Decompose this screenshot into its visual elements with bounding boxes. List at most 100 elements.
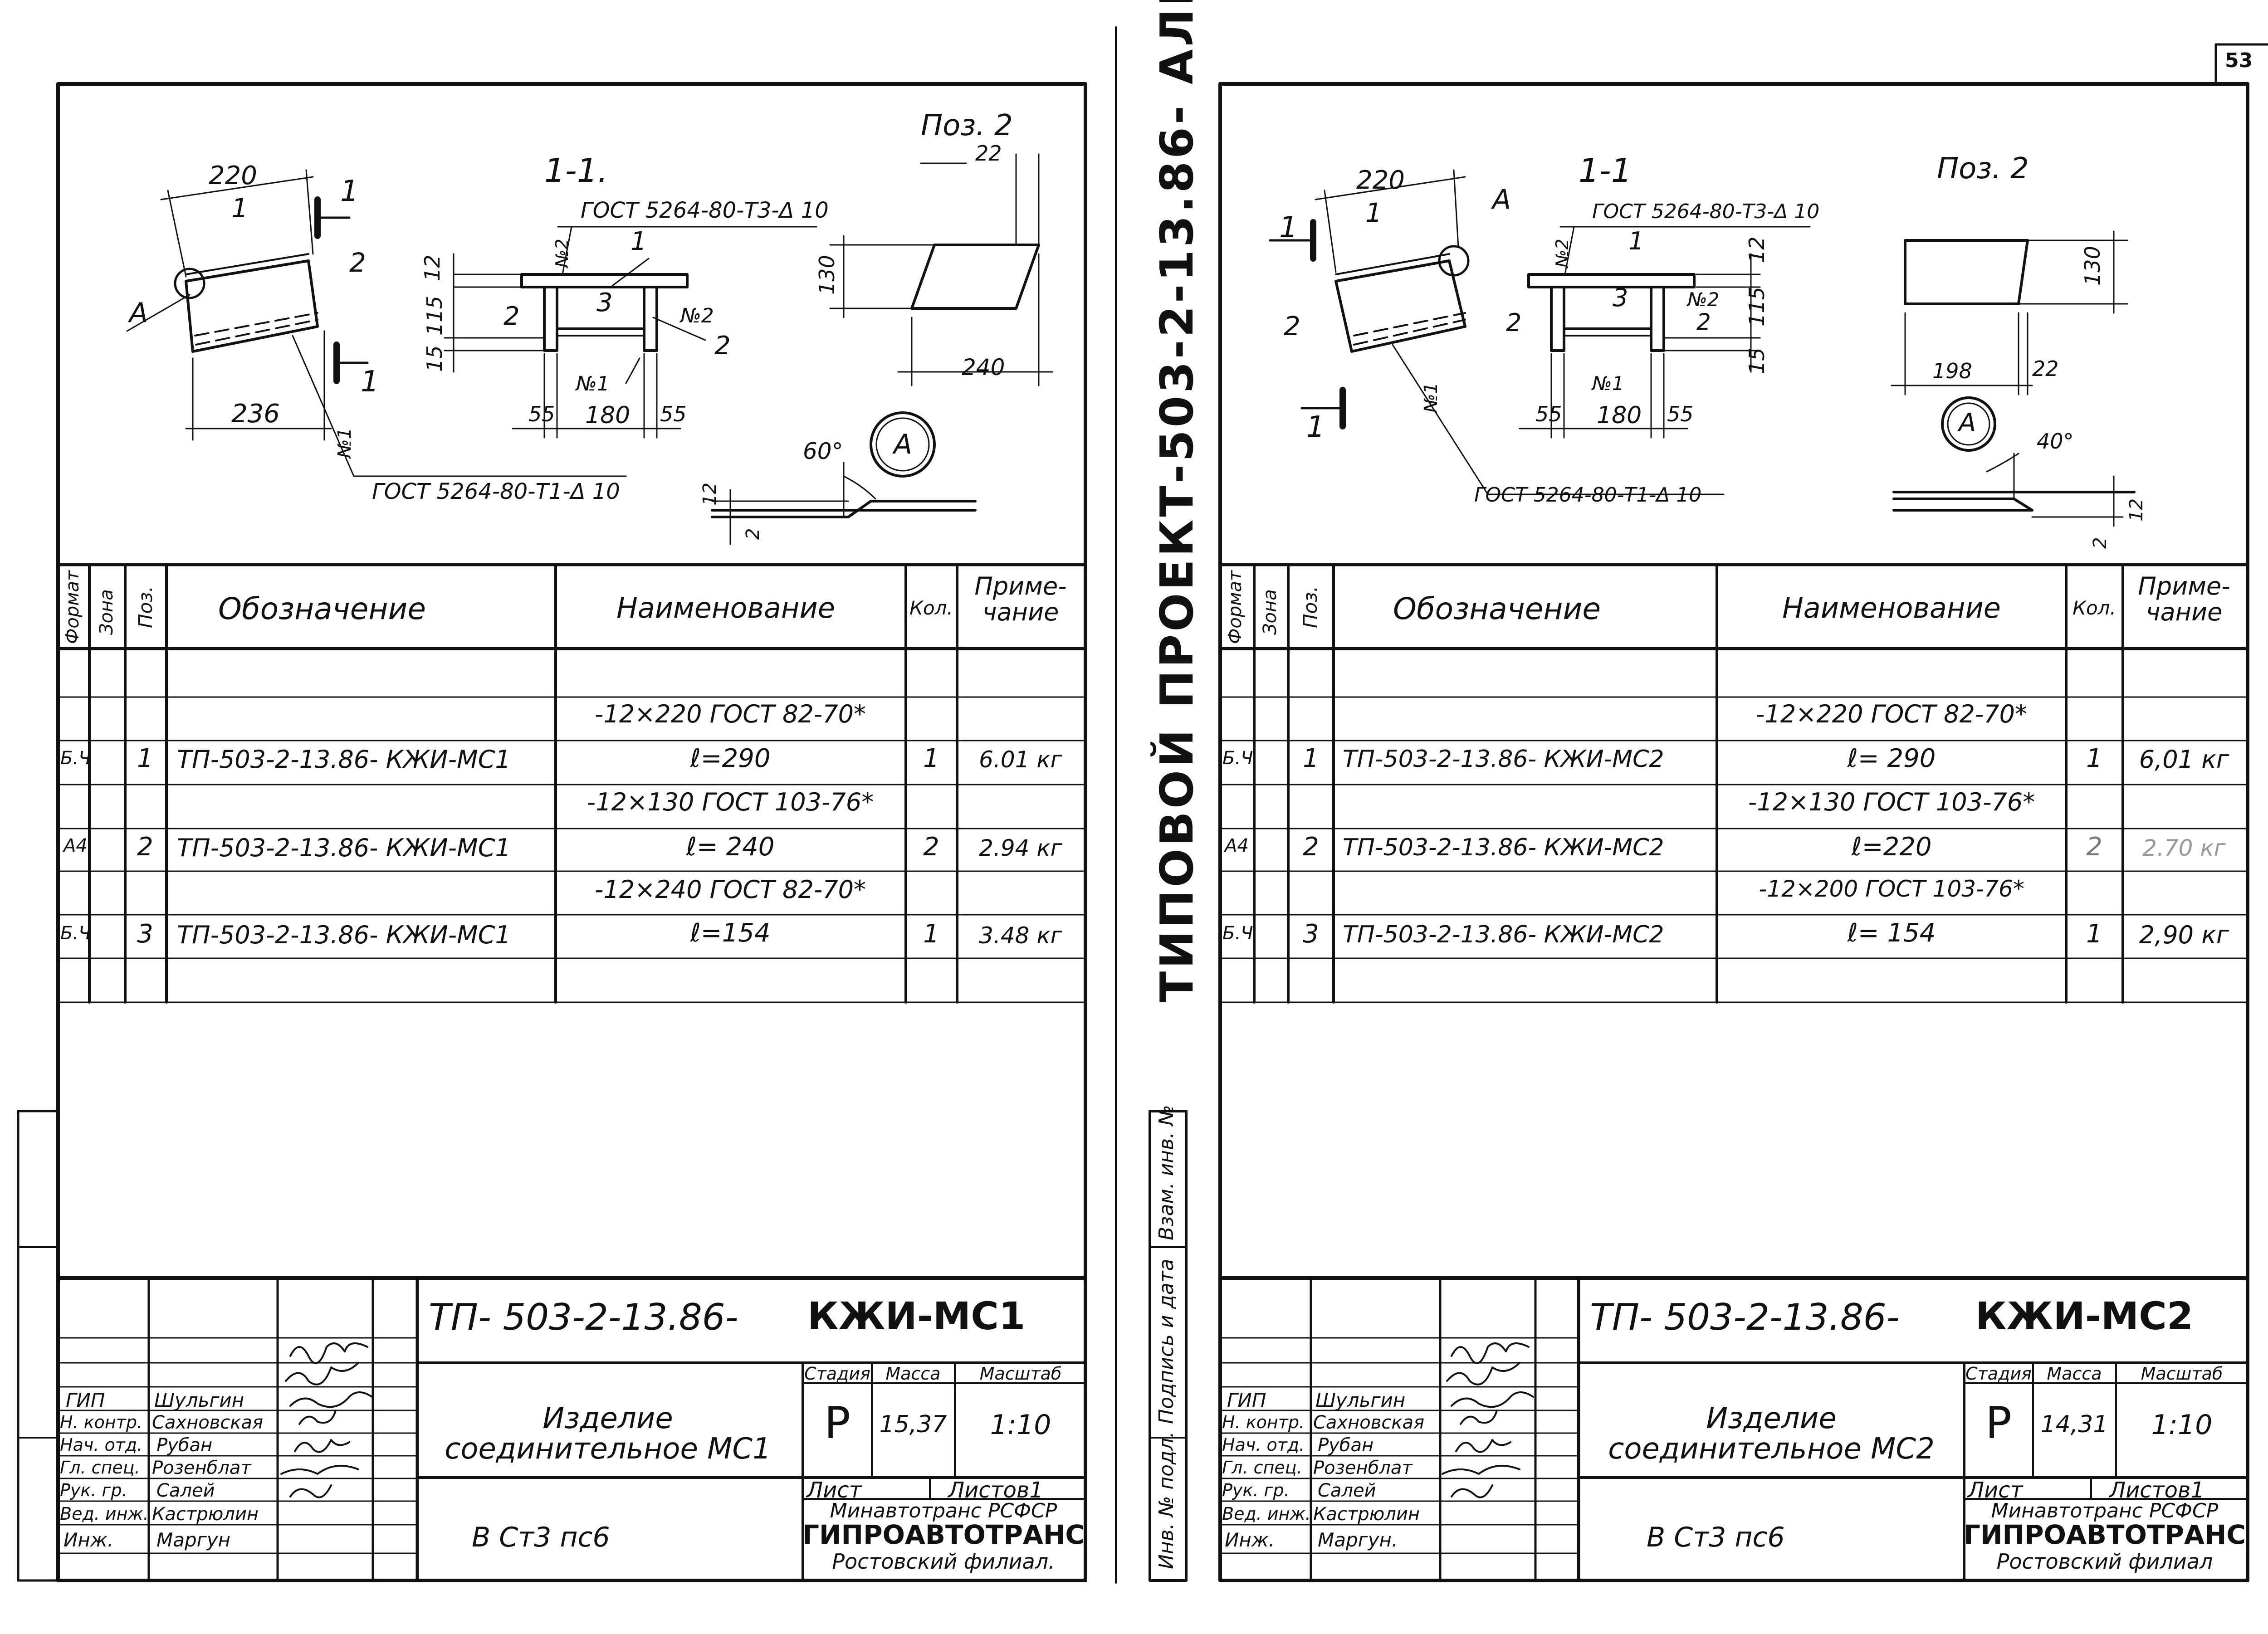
right-r1-pos: 1 <box>1303 744 1319 773</box>
right-org2: ГИПРОАВТОТРАНС <box>1964 1519 2246 1550</box>
right-r1-note: 6,01 кг <box>2139 745 2229 774</box>
left-plan-plate <box>185 259 319 353</box>
left-dim-220: 220 <box>209 161 257 190</box>
right-pos-title: Поз. 2 <box>1937 152 2029 185</box>
right-r4-name: -12×200 ГОСТ 103-76* <box>1759 876 2024 902</box>
left-r3-designation: ТП-503-2-13.86- КЖИ-МС1 <box>177 834 511 862</box>
right-name-5: Кастрюлин <box>1313 1504 1420 1525</box>
stamp-podpis-data: Подпись и дата <box>1155 1258 1178 1424</box>
left-material: В Ст3 пс6 <box>472 1522 610 1553</box>
left-section-title: 1-1. <box>544 151 608 190</box>
left-angle: 60° <box>803 438 843 464</box>
left-r1-name: ℓ=290 <box>690 744 771 773</box>
right-pos2-plate <box>1904 239 2029 305</box>
right-section-mark-2: 1 <box>1306 410 1325 444</box>
album-title: ТИПОВОЙ ПРОЕКТ-503-2-13.86- АЛЬБОМ Ⅲ <box>1150 0 1203 1002</box>
left-r1-pos: 1 <box>137 744 153 773</box>
left-sheet-frame <box>56 82 1087 1582</box>
right-dim-22: 22 <box>2032 356 2059 381</box>
left-sec-n2: №2 <box>552 239 572 268</box>
right-r5-note: 2,90 кг <box>2139 921 2229 949</box>
right-sec-pos2a: 2 <box>1506 308 1522 337</box>
right-sec-n2: №2 <box>1552 239 1572 268</box>
page-number: 53 <box>2225 49 2253 72</box>
left-th-name: Наименование <box>616 591 835 624</box>
left-dim-240: 240 <box>962 354 1005 380</box>
right-th-designation: Обозначение <box>1393 591 1601 626</box>
left-dim-15: 15 <box>422 345 447 372</box>
left-sec-pos2a: 2 <box>503 302 520 331</box>
left-org1: Минавтотранс РСФСР <box>830 1499 1057 1522</box>
right-angle: 40° <box>2037 429 2074 454</box>
right-sec-pos2b: 2 <box>1696 309 1711 335</box>
right-sec-n2b: №2 <box>1687 288 1720 311</box>
right-sheet-label: Лист <box>1968 1478 2023 1503</box>
left-mass: 15,37 <box>879 1411 947 1438</box>
right-r0-name: -12×220 ГОСТ 82-70* <box>1755 700 2028 728</box>
right-name-6: Маргун. <box>1318 1529 1398 1551</box>
left-dim-180: 180 <box>585 402 631 429</box>
left-r2-name: -12×130 ГОСТ 103-76* <box>587 788 874 816</box>
right-dim-12: 12 <box>1745 236 1769 263</box>
right-doc-mark: КЖИ-МС2 <box>1975 1294 2194 1338</box>
left-dim-55a: 55 <box>528 402 555 426</box>
right-mass: 14,31 <box>2040 1411 2108 1438</box>
left-item-name: Изделие соединительное МС1 <box>445 1402 771 1466</box>
left-r5-format: Б.Ч <box>60 923 91 944</box>
stamp-inv-podl: Инв. № подл. <box>1155 1431 1178 1569</box>
left-r1-note: 6.01 кг <box>979 746 1062 773</box>
right-sheet-frame <box>1218 82 2249 1582</box>
left-r5-pos: 3 <box>137 919 153 949</box>
left-th-zone: Зона <box>96 589 117 635</box>
left-r5-designation: ТП-503-2-13.86- КЖИ-МС1 <box>177 921 511 949</box>
left-r4-name: -12×240 ГОСТ 82-70* <box>594 875 866 904</box>
right-role-1: Н. контр. <box>1222 1412 1305 1432</box>
left-role-6: Инж. <box>64 1529 114 1551</box>
left-section-mark-1: 1 <box>340 175 359 208</box>
left-org2: ГИПРОАВТОТРАНС <box>802 1519 1085 1550</box>
right-r1-name: ℓ= 290 <box>1847 744 1936 773</box>
right-role-0: ГИП <box>1227 1389 1266 1411</box>
left-org3: Ростовский филиал. <box>832 1549 1055 1574</box>
left-sheets-label: Листов1 <box>948 1478 1043 1503</box>
right-mass-label: Масса <box>2047 1364 2102 1384</box>
left-doc-mark: КЖИ-МС1 <box>807 1294 1026 1338</box>
left-sec-n1: №1 <box>576 372 610 395</box>
right-dim-15: 15 <box>1745 347 1769 374</box>
right-r3-pos: 2 <box>1303 832 1319 862</box>
right-name-1: Сахновская <box>1313 1412 1425 1433</box>
right-section-title: 1-1 <box>1579 151 1632 190</box>
left-name-5: Кастрюлин <box>152 1504 259 1525</box>
right-plan-plate <box>1334 259 1466 353</box>
right-detail-12: 12 <box>2126 498 2147 522</box>
left-stage: Р <box>824 1398 850 1449</box>
left-r3-format: А4 <box>64 835 88 856</box>
right-dim-198: 198 <box>1932 359 1972 383</box>
left-th-designation: Обозначение <box>218 591 426 626</box>
left-dim-55b: 55 <box>660 402 687 426</box>
right-role-5: Вед. инж. <box>1222 1504 1311 1524</box>
right-doc-code: ТП- 503-2-13.86- <box>1590 1296 1900 1338</box>
right-gost-t3: ГОСТ 5264-80-Т3-Δ 10 <box>1592 200 1820 223</box>
left-sec-n2b: №2 <box>680 304 714 327</box>
left-role-4: Рук. гр. <box>60 1480 127 1500</box>
right-name-3: Розенблат <box>1313 1458 1413 1478</box>
right-org1: Минавтотранс РСФСР <box>1991 1499 2219 1522</box>
left-pos2-plate <box>910 244 1040 310</box>
left-r1-qty: 1 <box>923 744 939 773</box>
left-scale-label: Масштаб <box>979 1364 1062 1384</box>
stamp-vzam-inv: Взам. инв. № <box>1155 1105 1178 1240</box>
right-th-zone: Зона <box>1260 589 1281 635</box>
right-dim-180: 180 <box>1597 402 1642 429</box>
right-role-6: Инж. <box>1225 1529 1275 1551</box>
left-r1-format: Б.Ч <box>60 748 91 769</box>
right-r3-name: ℓ=220 <box>1851 832 1932 862</box>
left-r5-name: ℓ=154 <box>690 918 771 948</box>
right-scale: 1:10 <box>2151 1409 2213 1441</box>
right-r1-format: Б.Ч <box>1222 748 1253 769</box>
right-r1-designation: ТП-503-2-13.86- КЖИ-МС2 <box>1343 746 1664 773</box>
left-name-3: Розенблат <box>152 1458 251 1478</box>
right-th-qty: Кол. <box>2072 597 2116 619</box>
left-r0-name: -12×220 ГОСТ 82-70* <box>594 700 866 728</box>
right-th-name: Наименование <box>1782 591 2001 624</box>
